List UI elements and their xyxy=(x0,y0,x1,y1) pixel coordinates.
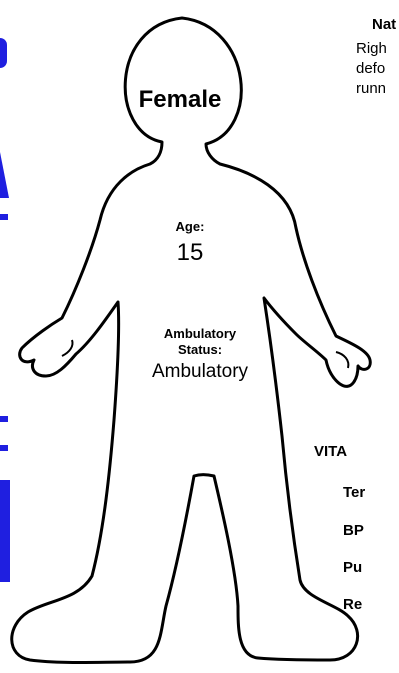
vital-bp-label: BP xyxy=(343,522,364,539)
ambulatory-label-line2: Status: xyxy=(140,342,260,358)
gender-label: Female xyxy=(110,86,250,114)
ambulatory-label-line1: Ambulatory xyxy=(140,326,260,342)
ambulatory-status-label: Ambulatory Status: xyxy=(140,326,260,358)
age-label: Age: xyxy=(150,219,230,234)
vital-respiration-label: Re xyxy=(343,596,362,613)
left-edge-fragment-6 xyxy=(0,480,10,582)
vitals-header: VITA xyxy=(314,443,347,460)
age-value: 15 xyxy=(150,239,230,267)
narrative-line-3: runn xyxy=(356,80,386,97)
left-edge-fragment-5 xyxy=(0,445,8,451)
narrative-title: Nat xyxy=(372,16,396,33)
left-edge-fragment-1 xyxy=(0,38,7,68)
left-edge-fragment-3 xyxy=(0,214,8,220)
ambulatory-status-value: Ambulatory xyxy=(130,361,270,383)
left-edge-fragment-4 xyxy=(0,416,8,422)
narrative-line-1: Righ xyxy=(356,40,387,57)
vital-temperature-label: Ter xyxy=(343,484,365,501)
vital-pulse-label: Pu xyxy=(343,559,362,576)
narrative-line-2: defo xyxy=(356,60,385,77)
